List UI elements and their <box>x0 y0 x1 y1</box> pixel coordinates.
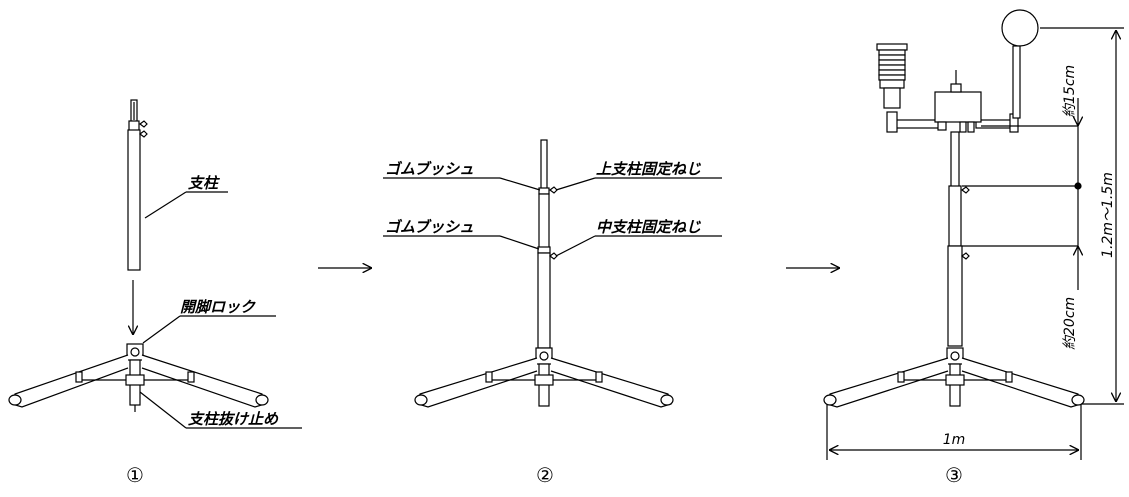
tripod-base-3 <box>823 347 1085 408</box>
leg-lock-leader <box>142 315 181 344</box>
step3-number: ③ <box>945 463 963 487</box>
dim-height: 1.2m～1.5m <box>1100 172 1116 258</box>
globe-sensor-icon <box>1001 9 1039 47</box>
rubber-bush-middle-leader <box>499 235 540 250</box>
pole-label: 支柱 <box>188 174 220 192</box>
pole-stopper-leader <box>139 391 187 429</box>
step2-number: ② <box>536 463 554 487</box>
step2-panel: ゴムブッシュ 上支柱固定ねじ ゴムブッシュ 中支柱固定ねじ ② <box>383 139 722 487</box>
middle-screw-label: 中支柱固定ねじ <box>596 218 702 236</box>
pole-stopper-label: 支柱抜け止め <box>188 410 279 428</box>
step1-number: ① <box>126 463 144 487</box>
upper-screw-leader <box>555 177 596 191</box>
pole-detached <box>127 99 148 271</box>
tripod-base-1 <box>8 343 269 412</box>
radiation-shield-icon <box>876 43 908 109</box>
leg-lock-label: 開脚ロック <box>180 298 256 316</box>
dim-lower-offset: 約20cm <box>1062 297 1078 350</box>
rubber-bush-upper-leader <box>499 177 541 191</box>
cross-arm-left <box>894 119 941 129</box>
upper-screw-label: 上支柱固定ねじ <box>596 160 702 178</box>
assembled-pole-3 <box>947 131 970 347</box>
pole-leader <box>144 191 187 219</box>
middle-screw-leader <box>555 235 596 257</box>
tripod-base-2 <box>414 347 674 408</box>
step3-panel: 約15cm 約20cm 1.2m～1.5m 1m ③ <box>823 9 1124 487</box>
dim-width: 1m <box>943 432 966 448</box>
step1-panel: 支柱 開脚ロック 支柱抜け止め ① <box>8 99 302 487</box>
logger-box <box>934 70 982 133</box>
rubber-bush-middle-label: ゴムブッシュ <box>385 218 474 236</box>
assembled-pole-2 <box>537 139 558 349</box>
rubber-bush-upper-label: ゴムブッシュ <box>385 160 474 178</box>
dim-sensor-offset: 約15cm <box>1062 65 1078 118</box>
